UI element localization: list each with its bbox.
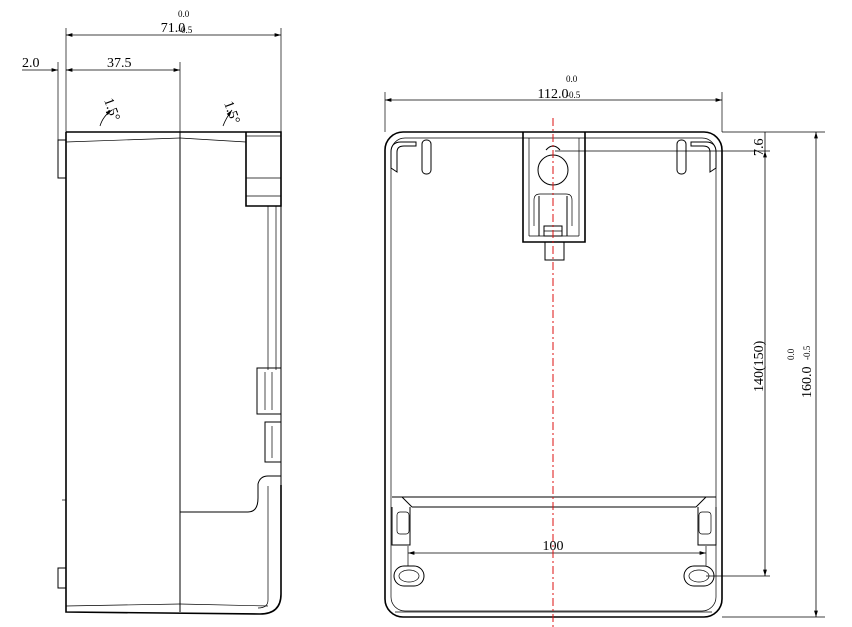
top-left-corner-notch (390, 141, 417, 173)
hole-spacing-vertical-text: 140(150) (752, 340, 767, 392)
bottom-flange (57, 567, 67, 589)
top-offset-text: 7.6 (752, 139, 767, 157)
angle-left-text: 1.5° (100, 96, 122, 123)
top-left-slot (421, 139, 432, 175)
overall-width-text: 71.0 (161, 21, 186, 36)
overall-width-tol-upper: 0.0 (178, 9, 190, 19)
flange-text: 2.0 (22, 56, 40, 71)
bottom-right-notch (697, 507, 717, 546)
front-height-text: 160.0 (800, 367, 815, 399)
front-width-text: 112.0 (538, 87, 569, 102)
terminal-block (245, 131, 282, 207)
front-view (384, 92, 825, 627)
top-flange (57, 139, 67, 179)
side-view (22, 28, 282, 615)
hole-spacing-horizontal-text: 100 (543, 539, 564, 554)
bottom-left-notch (391, 507, 411, 546)
side-body-outline (65, 132, 282, 615)
depth-text: 37.5 (107, 56, 132, 71)
front-width-tol-lower: -0.5 (566, 90, 581, 100)
top-right-slot (676, 139, 687, 175)
overall-width-tol-lower: -0.5 (178, 25, 193, 35)
top-right-corner-notch (690, 141, 717, 173)
angle-right-text: 1.5° (220, 99, 242, 126)
hanger-tab (544, 241, 565, 261)
bottom-right-mount-hole (683, 565, 715, 587)
front-width-tol-upper: 0.0 (566, 74, 578, 84)
side-clip (264, 421, 282, 463)
front-height-tol-lower: -0.5 (802, 345, 812, 360)
bottom-left-mount-hole (393, 565, 425, 587)
front-height-tol-upper: 0.0 (786, 348, 796, 360)
side-latch (256, 367, 282, 415)
